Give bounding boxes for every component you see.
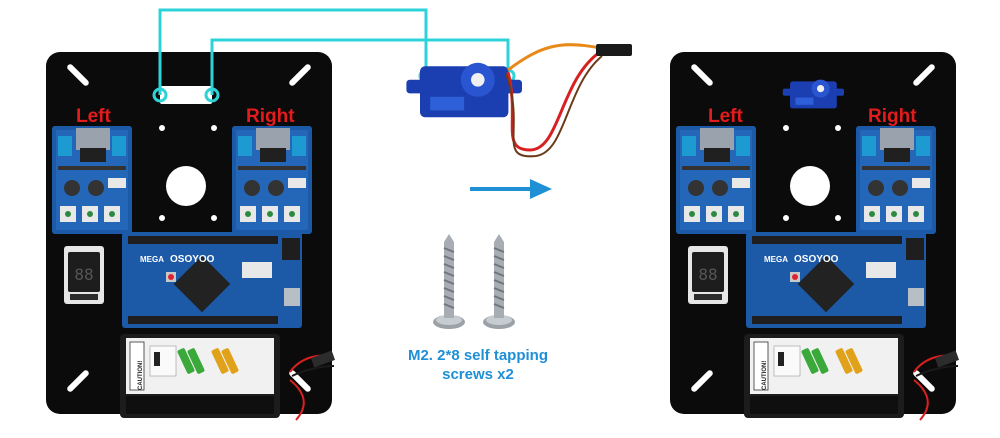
right-board-center-hole — [790, 166, 830, 206]
right-board-mounted-servo — [782, 79, 844, 109]
right-arrow-icon — [470, 179, 552, 199]
servo-wire-brown — [505, 55, 603, 158]
screw-caption-line2: screws x2 — [442, 366, 514, 383]
left-board-slot-bl — [67, 370, 89, 392]
left-board-mega — [122, 232, 302, 328]
left-board-center-hole — [166, 166, 206, 206]
left-board-battery — [119, 333, 281, 419]
right-board-driver-right — [856, 126, 936, 234]
left-board-mega-brand: OSOYOO — [170, 254, 215, 265]
right-board-seg-display — [688, 246, 728, 304]
servo-wire-red — [506, 50, 601, 152]
right-board-mega-brand: OSOYOO — [794, 254, 839, 265]
servo-connector — [596, 44, 632, 56]
left-board-slot-tl — [67, 64, 89, 86]
right-board-mega — [746, 232, 926, 328]
left-board-mega-label: MEGA — [140, 255, 164, 264]
right-board-driver-left — [676, 126, 756, 234]
left-board-label-left: Left — [76, 106, 112, 127]
left-board-driver-left — [52, 126, 132, 234]
guide-point-2 — [204, 87, 220, 103]
right-board-label-right: Right — [868, 106, 917, 127]
left-board-caution: CAUTION! — [138, 361, 144, 390]
right-board-caution: CAUTION! — [762, 361, 768, 390]
servo-wire-orange — [507, 43, 601, 72]
right-board: Left Right OSOYOO MEGA CAUTION! — [670, 52, 960, 421]
left-board-label-right: Right — [246, 106, 295, 127]
right-board-mega-label: MEGA — [764, 255, 788, 264]
right-board-battery — [743, 333, 905, 419]
left-board: Left Right OSOYOO MEGA CAUTION! — [46, 52, 336, 421]
screw-icon — [432, 233, 516, 330]
guide-point-1 — [152, 87, 168, 103]
left-board-slot-tr — [289, 64, 311, 86]
left-board-servo-cutout — [160, 86, 212, 104]
micro-servo-icon — [406, 62, 522, 118]
left-board-seg-display — [64, 246, 104, 304]
mounting-guide-lines — [158, 8, 510, 95]
right-board-label-left: Left — [708, 106, 744, 127]
screw-caption-line1: M2. 2*8 self tapping — [408, 347, 548, 364]
left-board-driver-right — [232, 126, 312, 234]
